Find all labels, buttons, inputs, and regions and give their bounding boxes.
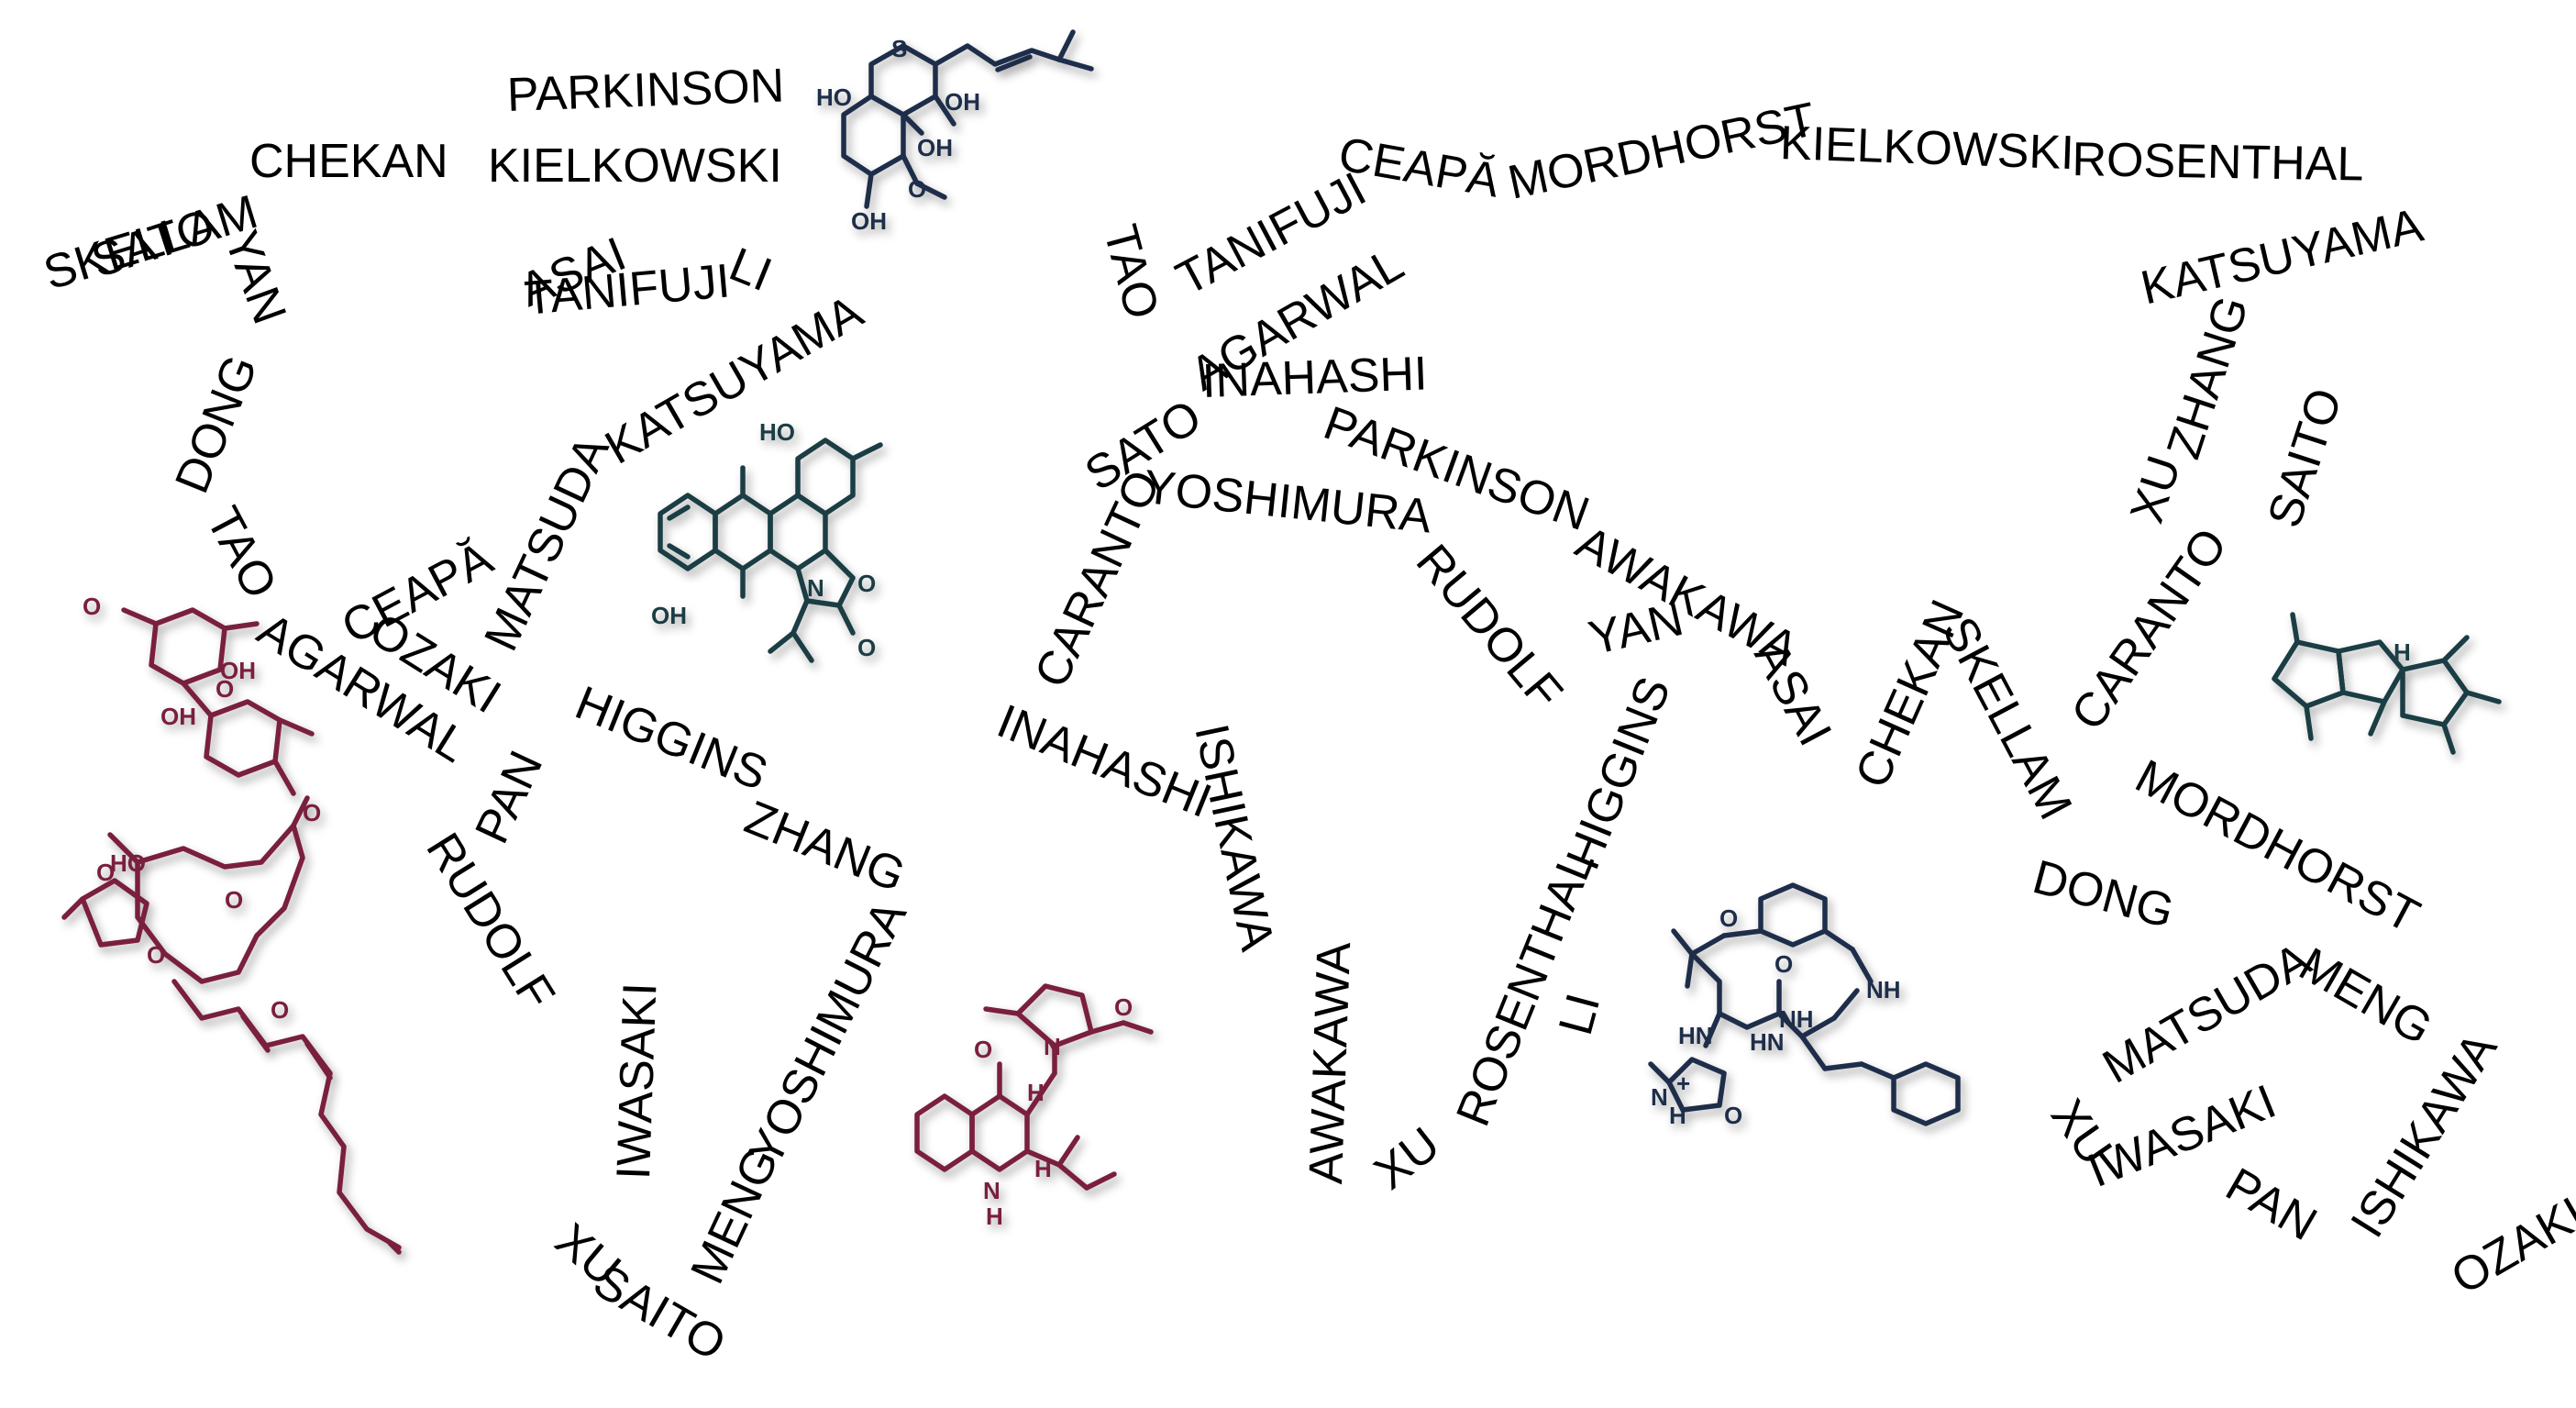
structure-atom: H xyxy=(1669,1102,1686,1129)
name-label: SAITO xyxy=(2258,382,2353,534)
name-label: ZHANG xyxy=(2157,289,2260,465)
name-label: INAHASHI xyxy=(1200,347,1429,408)
name-label: ZHANG xyxy=(737,791,912,904)
structure-atom: HO xyxy=(110,849,146,877)
name-label: HIGGINS xyxy=(1556,670,1682,877)
name-label: SKELLAM xyxy=(1931,608,2083,828)
structure-atom: + xyxy=(1676,1070,1690,1097)
name-label: CARANTO xyxy=(2061,518,2239,740)
name-label: AWAKAWA xyxy=(1299,941,1362,1185)
structure-atom: H xyxy=(1027,1079,1045,1106)
structure-atom: N xyxy=(1044,1033,1061,1060)
structure-atom: HN xyxy=(1750,1028,1785,1056)
structure-atom: O xyxy=(857,570,876,597)
macrolide-glycoside-structure: O OH OH O O HO O O O O xyxy=(61,593,402,1255)
name-label: MORDHORST xyxy=(1503,93,1820,210)
name-label: PAN xyxy=(2217,1158,2326,1252)
name-label: INAHASHI xyxy=(989,694,1219,829)
structure-atom: O xyxy=(1114,993,1133,1021)
structure-atom: HO xyxy=(816,83,852,111)
structure-atom: O xyxy=(303,799,321,826)
name-label: YOSHIMURA xyxy=(1141,460,1434,544)
thiopyran-terpenoid-structure: S HO OH OH OH O xyxy=(816,29,1094,235)
structure-atom: OH xyxy=(945,88,980,116)
name-label: HIGGINS xyxy=(568,676,775,802)
structure-atom: H xyxy=(2394,638,2411,666)
name-label: MATSUDA xyxy=(474,427,620,660)
name-label: ROSENTHAL xyxy=(1446,843,1606,1134)
structure-atom: OH xyxy=(851,207,887,235)
name-label: IWASAKI xyxy=(607,981,668,1181)
structure-atom: O xyxy=(974,1036,992,1063)
structure-atom: NH xyxy=(1779,1005,1814,1033)
name-label: RUDOLF xyxy=(415,824,565,1019)
quinolone-pyrrolidinone-structure: O N O H N H H xyxy=(914,983,1154,1230)
name-label: YOSHIMURA xyxy=(738,892,917,1174)
name-label: MATSUDA xyxy=(2094,933,2320,1094)
structure-atom: H xyxy=(986,1203,1003,1230)
name-label: KATSUYAMA xyxy=(2136,198,2428,316)
name-label: PAN xyxy=(465,743,554,852)
name-label: DONG xyxy=(2027,850,2180,939)
structure-atom: O xyxy=(216,675,234,703)
structure-atom: O xyxy=(1774,950,1793,978)
structure-atom: O xyxy=(147,941,165,969)
name-label: ISHIKAWA xyxy=(1184,719,1284,956)
name-label: YAN xyxy=(214,223,297,331)
structure-atom: O xyxy=(225,886,243,914)
structure-atom: O xyxy=(908,175,926,203)
structure-atom: OH xyxy=(220,657,256,684)
name-label: DONG xyxy=(165,348,269,501)
name-label: ROSENTHAL xyxy=(2072,133,2364,192)
name-label: XU xyxy=(1365,1117,1450,1201)
structure-atom: H xyxy=(1034,1155,1052,1182)
name-label: PARKINSON xyxy=(505,59,786,122)
structure-atom: OH xyxy=(917,134,953,161)
name-label: RUDOLF xyxy=(1405,535,1573,720)
name-label: LI xyxy=(1549,988,1611,1041)
structure-atom: O xyxy=(271,996,289,1024)
structure-atom: N xyxy=(983,1177,1001,1204)
name-label: CHEKAN xyxy=(249,135,448,188)
name-label: MENG xyxy=(2290,937,2441,1056)
structure-atom: HO xyxy=(759,418,795,446)
structure-atom: N xyxy=(1651,1083,1668,1111)
name-label: KIELKOWSKI xyxy=(488,139,782,193)
structure-atom: OH xyxy=(651,602,687,629)
name-label: YAN xyxy=(1584,592,1688,666)
name-label: OZAKI xyxy=(2442,1187,2576,1305)
cyclic-peptide-alkaloid-structure: O NH HN HN NH O O N H + xyxy=(1648,882,1961,1129)
structure-atom: O xyxy=(1719,904,1738,932)
structure-atom: O xyxy=(96,859,115,886)
spiro-terpene-structure: H xyxy=(2272,612,2502,755)
name-label: KIELKOWSKI xyxy=(1779,116,2075,181)
structure-atom: N xyxy=(807,574,824,602)
name-label: LI xyxy=(722,238,779,303)
name-label: ISHIKAWA xyxy=(2340,1024,2508,1247)
name-label: XU xyxy=(2120,449,2192,529)
structure-atom: HN xyxy=(1678,1022,1713,1049)
name-label: ASAI xyxy=(1743,633,1842,755)
structure-atom: OH xyxy=(160,703,196,730)
structure-atom: O xyxy=(83,593,101,620)
structure-atom: S xyxy=(891,35,907,62)
name-label: MENG xyxy=(680,1139,790,1292)
anthraquinone-alkaloid-structure: HO OH N O O xyxy=(651,418,883,663)
structure-atom: O xyxy=(1724,1102,1742,1129)
structure-atom: NH xyxy=(1866,976,1901,1003)
structure-atom: O xyxy=(857,634,876,661)
